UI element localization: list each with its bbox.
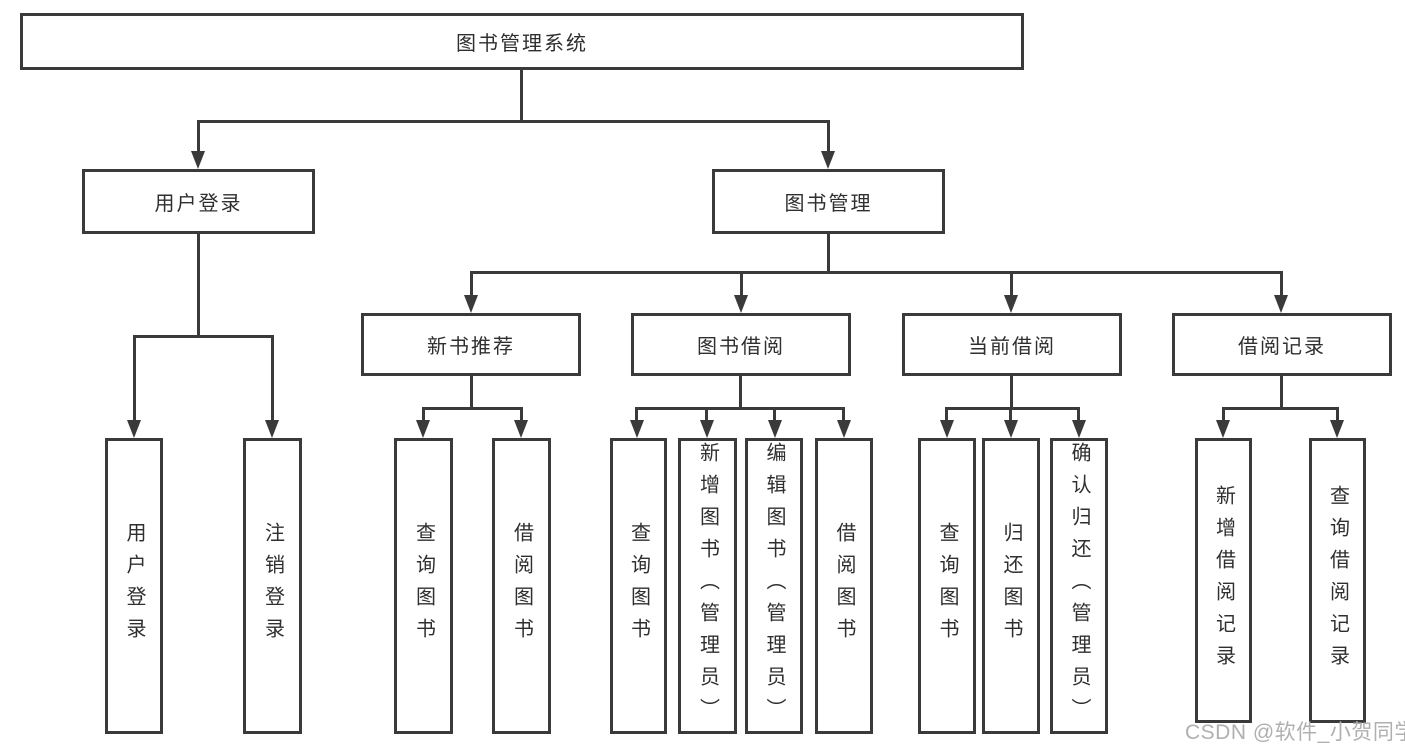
node-label: 查询借阅记录 bbox=[1326, 484, 1349, 677]
connector-line bbox=[945, 407, 948, 421]
connector-line bbox=[1280, 376, 1283, 407]
connector-line bbox=[133, 335, 273, 338]
connector-line bbox=[1009, 407, 1012, 421]
node-label: 查询图书 bbox=[627, 522, 650, 650]
node-label: 用户登录 bbox=[154, 193, 243, 215]
leaf-user-login: 用户登录 bbox=[105, 438, 163, 734]
csdn-watermark: CSDN @软件_小贺同学 bbox=[1185, 721, 1405, 744]
leaf-borrow-books: 借阅图书 bbox=[492, 438, 551, 734]
connector-line bbox=[197, 120, 830, 123]
leaf-add-books-admin: 新增图书（管理员） bbox=[678, 438, 737, 734]
connector-line bbox=[422, 407, 522, 410]
node-label: 图书管理系统 bbox=[456, 33, 588, 55]
connector-line bbox=[1222, 407, 1338, 410]
connector-line bbox=[945, 407, 1079, 410]
node-label: 确认归还（管理员） bbox=[1068, 442, 1090, 730]
leaf-add-borrow-record: 新增借阅记录 bbox=[1195, 438, 1252, 723]
arrow-down-icon bbox=[821, 151, 835, 169]
arrow-down-icon bbox=[630, 420, 644, 438]
connector-line bbox=[636, 407, 844, 410]
connector-line bbox=[705, 407, 708, 421]
arrow-down-icon bbox=[1330, 420, 1344, 438]
node-label: 新增图书（管理员） bbox=[696, 442, 719, 730]
connector-line bbox=[1010, 376, 1013, 407]
leaf-confirm-return-admin: 确认归还（管理员） bbox=[1050, 438, 1108, 734]
arrow-down-icon bbox=[1072, 420, 1086, 438]
node-borrowing-records: 借阅记录 bbox=[1172, 313, 1392, 376]
node-label: 编辑图书（管理员） bbox=[763, 442, 785, 730]
arrow-down-icon bbox=[837, 420, 851, 438]
connector-line bbox=[827, 120, 830, 152]
connector-line bbox=[739, 376, 742, 407]
node-label: 借阅图书 bbox=[833, 522, 855, 650]
node-label: 查询图书 bbox=[936, 522, 958, 650]
connector-line bbox=[197, 234, 200, 335]
leaf-query-borrow-record: 查询借阅记录 bbox=[1309, 438, 1366, 723]
connector-line bbox=[197, 120, 200, 152]
arrow-down-icon bbox=[1216, 420, 1230, 438]
arrow-down-icon bbox=[1004, 295, 1018, 313]
connector-line bbox=[1010, 271, 1013, 296]
leaf-return-books: 归还图书 bbox=[982, 438, 1040, 734]
connector-line bbox=[842, 407, 845, 421]
arrow-down-icon bbox=[416, 420, 430, 438]
connector-line bbox=[520, 407, 523, 421]
node-book-borrowing: 图书借阅 bbox=[631, 313, 851, 376]
arrow-down-icon bbox=[700, 420, 714, 438]
arrow-down-icon bbox=[191, 151, 205, 169]
leaf-edit-books-admin: 编辑图书（管理员） bbox=[745, 438, 803, 734]
node-label: 新增借阅记录 bbox=[1212, 484, 1235, 677]
connector-line bbox=[773, 407, 776, 421]
connector-line bbox=[1336, 407, 1339, 421]
node-label: 查询图书 bbox=[412, 522, 435, 650]
arrow-down-icon bbox=[127, 420, 141, 438]
connector-line bbox=[470, 376, 473, 407]
arrow-down-icon bbox=[265, 420, 279, 438]
arrow-down-icon bbox=[940, 420, 954, 438]
node-label: 图书管理 bbox=[784, 193, 873, 215]
connector-line bbox=[520, 67, 523, 120]
arrow-down-icon bbox=[464, 295, 478, 313]
node-label: 新书推荐 bbox=[427, 336, 515, 358]
arrow-down-icon bbox=[1004, 420, 1018, 438]
connector-line bbox=[1077, 407, 1080, 421]
connector-line bbox=[1222, 407, 1225, 421]
node-label: 图书借阅 bbox=[697, 336, 785, 358]
connector-line bbox=[1280, 271, 1283, 296]
node-library-management-system: 图书管理系统 bbox=[20, 13, 1024, 70]
connector-line bbox=[271, 335, 274, 420]
connector-line bbox=[635, 407, 638, 421]
node-label: 当前借阅 bbox=[968, 336, 1056, 358]
arrow-down-icon bbox=[768, 420, 782, 438]
leaf-query-books: 查询图书 bbox=[610, 438, 667, 734]
connector-line bbox=[740, 271, 743, 296]
node-user-login: 用户登录 bbox=[82, 169, 315, 234]
arrow-down-icon bbox=[514, 420, 528, 438]
node-book-management: 图书管理 bbox=[712, 169, 945, 234]
node-label: 借阅记录 bbox=[1238, 336, 1326, 358]
connector-line bbox=[422, 407, 425, 421]
arrow-down-icon bbox=[1274, 295, 1288, 313]
leaf-logout: 注销登录 bbox=[243, 438, 302, 734]
node-label: 注销登录 bbox=[261, 522, 284, 650]
node-label: 借阅图书 bbox=[510, 522, 533, 650]
leaf-query-books: 查询图书 bbox=[394, 438, 453, 734]
connector-line bbox=[470, 271, 1283, 274]
connector-line bbox=[133, 335, 136, 420]
connector-line bbox=[827, 234, 830, 271]
arrow-down-icon bbox=[734, 295, 748, 313]
connector-line bbox=[470, 271, 473, 296]
leaf-query-books: 查询图书 bbox=[918, 438, 976, 734]
node-label: 归还图书 bbox=[1000, 522, 1022, 650]
leaf-borrow-books: 借阅图书 bbox=[815, 438, 873, 734]
node-current-borrowing: 当前借阅 bbox=[902, 313, 1122, 376]
node-label: 用户登录 bbox=[123, 522, 145, 650]
node-new-book-recommend: 新书推荐 bbox=[361, 313, 581, 376]
